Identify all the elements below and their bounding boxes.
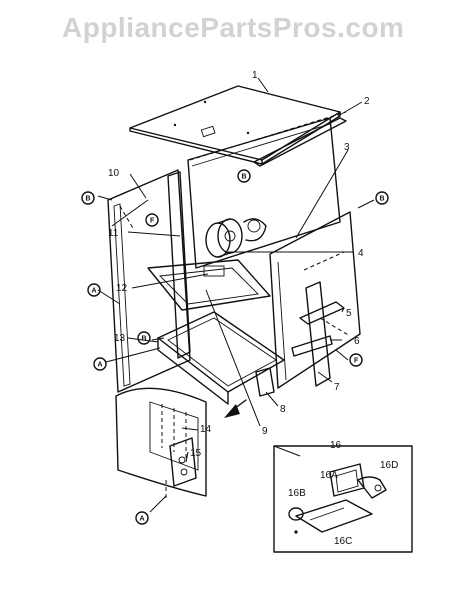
ref-marker-b: B [137, 331, 151, 345]
ref-marker-b: B [81, 191, 95, 205]
callout-labels: 1 2 3 4 5 6 7 8 9 10 11 12 13 14 15 16 1… [108, 70, 398, 547]
callout-13: 13 [114, 333, 126, 344]
svg-text:B: B [142, 336, 147, 343]
callout-1: 1 [252, 70, 258, 81]
svg-text:A: A [140, 516, 145, 523]
svg-text:B: B [380, 196, 385, 203]
ref-marker-b: B [375, 191, 389, 205]
part-8-strap [255, 367, 275, 397]
callout-16d: 16D [380, 460, 398, 471]
leader-lines [97, 77, 375, 513]
callout-5: 5 [346, 308, 352, 319]
part-4-right-side-panel [269, 211, 361, 389]
callout-7: 7 [334, 382, 340, 393]
callout-6: 6 [354, 336, 360, 347]
arrow-to-inset [224, 399, 247, 418]
svg-text:F: F [354, 358, 359, 365]
ref-marker-a: A [135, 511, 149, 525]
svg-text:A: A [98, 362, 103, 369]
ref-markers: B B B B F F A A [81, 169, 389, 525]
part-13-base-pan [157, 311, 285, 405]
callout-8: 8 [280, 404, 286, 415]
part-3-back-panel [187, 111, 347, 269]
callout-12: 12 [116, 283, 128, 294]
svg-text:A: A [92, 288, 97, 295]
svg-text:B: B [86, 196, 91, 203]
callout-4: 4 [358, 248, 364, 259]
part-6-bracket [291, 335, 333, 357]
callout-10: 10 [108, 168, 120, 179]
ref-marker-f: F [349, 353, 363, 367]
callout-15: 15 [190, 448, 202, 459]
ref-marker-a: A [93, 357, 107, 371]
part-10-left-side-panel [107, 169, 191, 393]
motor-assembly [205, 218, 267, 258]
callout-16a: 16A [320, 470, 338, 481]
callout-3: 3 [344, 142, 350, 153]
part-12-front-frame [147, 259, 271, 311]
callout-16: 16 [330, 440, 342, 451]
svg-text:B: B [242, 174, 247, 181]
callout-16b: 16B [288, 488, 306, 499]
callout-9: 9 [262, 426, 268, 437]
inset-box-part-16 [273, 445, 413, 553]
watermark: AppliancePartsPros.com [62, 12, 405, 43]
part-2-top-strip [253, 117, 347, 167]
ref-marker-f: F [145, 213, 159, 227]
callout-16c: 16C [334, 536, 352, 547]
inset-detail-14-15 [115, 387, 207, 500]
callout-11: 11 [108, 228, 119, 239]
svg-text:F: F [150, 218, 155, 225]
part-7-brace [305, 281, 331, 387]
callout-14: 14 [200, 424, 212, 435]
callout-2: 2 [364, 96, 370, 107]
ref-marker-a: A [87, 283, 101, 297]
ref-marker-b: B [237, 169, 251, 183]
